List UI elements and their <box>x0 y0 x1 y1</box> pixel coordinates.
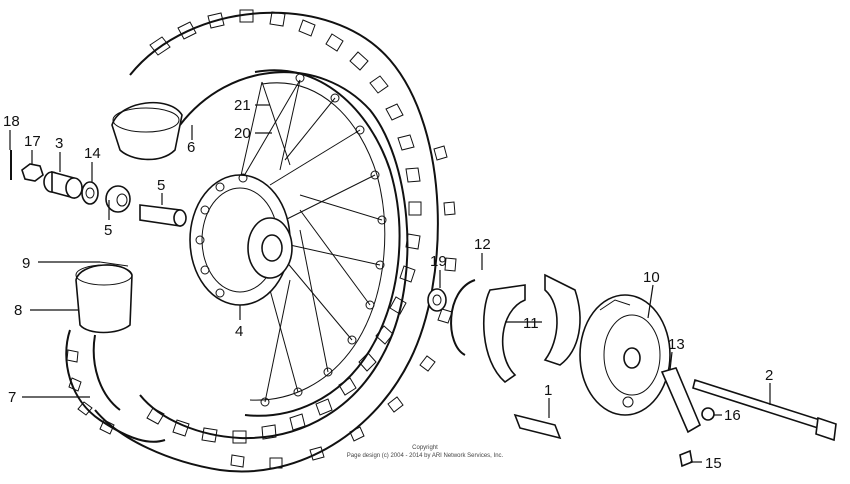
rim-drawing <box>244 69 401 417</box>
callout-5a: 5 <box>157 177 165 194</box>
callout-15: 15 <box>705 455 722 472</box>
callout-18: 18 <box>3 113 20 130</box>
callout-5b: 5 <box>104 222 112 239</box>
callout-labels: 18 17 3 14 5 5 6 21 20 9 8 7 4 19 12 11 … <box>3 97 773 472</box>
spokes-drawing <box>229 79 383 403</box>
callout-17: 17 <box>24 133 41 150</box>
callout-16: 16 <box>724 407 741 424</box>
callout-11: 11 <box>523 315 539 332</box>
callout-4: 4 <box>235 323 243 340</box>
callout-12: 12 <box>474 236 491 253</box>
tube-and-rimband <box>65 101 183 443</box>
callout-10: 10 <box>643 269 660 286</box>
callout-2: 2 <box>765 367 773 384</box>
left-axle-parts <box>10 150 187 227</box>
brake-parts <box>427 273 837 468</box>
callout-1: 1 <box>544 382 552 399</box>
callout-21: 21 <box>234 97 251 114</box>
copyright-notice: Copyright Page design (c) 2004 - 2014 by… <box>347 445 504 459</box>
callout-7: 7 <box>8 389 16 406</box>
leader-lines <box>9 104 771 463</box>
callout-14: 14 <box>84 145 101 162</box>
copyright-line-2: Page design (c) 2004 - 2014 by ARI Netwo… <box>347 453 504 459</box>
hub-drawing <box>189 173 293 306</box>
callout-9: 9 <box>22 255 30 272</box>
callout-19: 19 <box>430 253 447 270</box>
callout-6: 6 <box>187 139 195 156</box>
callout-20: 20 <box>234 125 251 142</box>
copyright-line-1: Copyright <box>412 445 438 451</box>
callout-3: 3 <box>55 135 63 152</box>
callout-8: 8 <box>14 302 22 319</box>
callout-13: 13 <box>668 336 685 353</box>
